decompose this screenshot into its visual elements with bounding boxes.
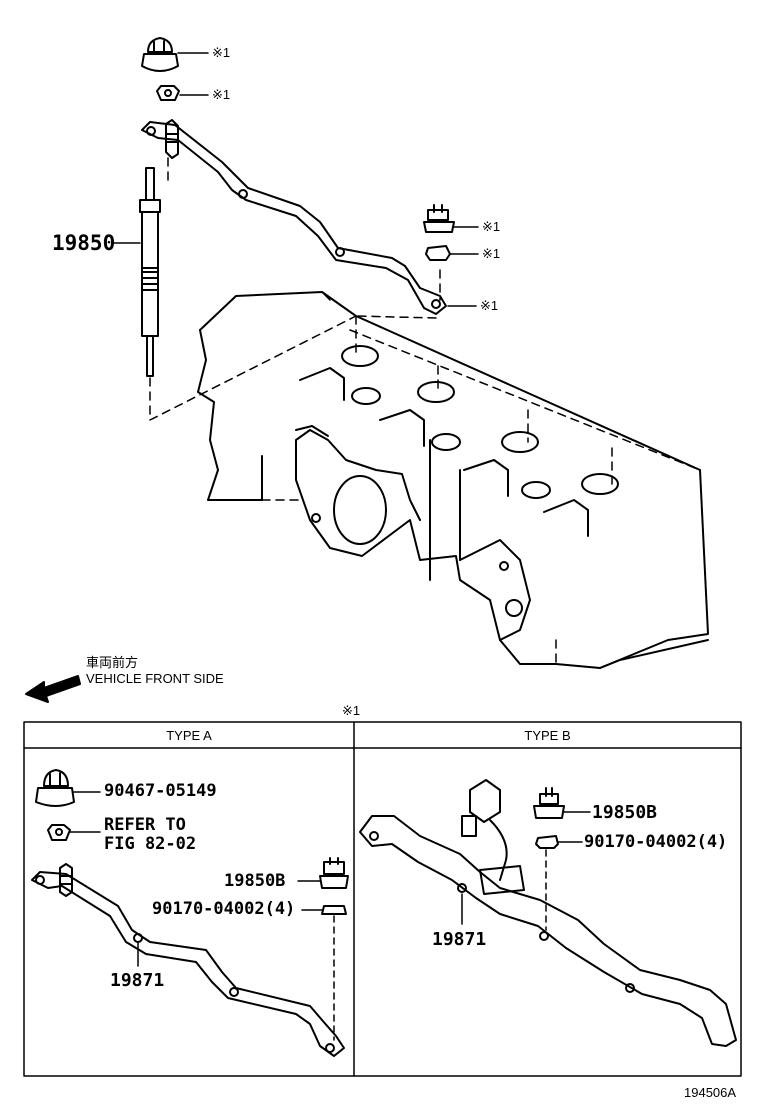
bus-bar-top (141, 119, 447, 315)
front-direction-jp: 車両前方 (86, 655, 139, 670)
type-table-frame (23, 721, 742, 1077)
note-mark-washer: ※1 (482, 246, 501, 261)
note-mark-bus-bar: ※1 (480, 298, 499, 313)
nut-part-right (425, 245, 451, 261)
type-a-bus-bar (31, 863, 345, 1057)
type-a-cap (35, 769, 75, 807)
type-b-bus-bar (359, 779, 737, 1047)
note-mark-cap: ※1 (212, 45, 231, 60)
type-b-nut-label: 90170-04002(4) (584, 832, 728, 852)
type-b-bus-bar-label: 19871 (432, 929, 487, 950)
terminal-part-right (423, 204, 455, 233)
type-b-washer (535, 835, 559, 849)
type-a-terminal-label: 19850B (224, 871, 286, 891)
type-a-cap-label: 90467-05149 (104, 781, 217, 801)
type-a-refer-line2: FIG 82-02 (104, 834, 197, 854)
type-b-header: TYPE B (524, 728, 571, 743)
glow-plug-label: 19850 (52, 231, 116, 255)
type-a-terminal (319, 857, 349, 889)
table-note-mark: ※1 (342, 703, 361, 718)
type-a-refer-line1: REFER TO (104, 815, 186, 835)
type-a-washer (321, 905, 347, 915)
figure-id: 194506A (684, 1085, 737, 1100)
type-a-bus-bar-label: 19871 (110, 970, 165, 991)
cylinder-head-drawing (197, 291, 709, 669)
dashed-guides (149, 157, 701, 665)
type-b-terminal-label: 19850B (592, 802, 658, 823)
nut-part-top (156, 85, 180, 101)
note-mark-nut: ※1 (212, 87, 231, 102)
note-mark-terminal: ※1 (482, 219, 501, 234)
glow-plug-drawing (139, 167, 161, 377)
type-b-terminal (533, 787, 565, 819)
type-a-header: TYPE A (166, 728, 212, 743)
type-a-nut-label: 90170-04002(4) (152, 899, 296, 919)
cap-part-top (141, 37, 179, 72)
type-a-nut (47, 824, 71, 841)
front-arrow-icon (25, 675, 81, 703)
front-direction-en: VEHICLE FRONT SIDE (86, 671, 224, 686)
